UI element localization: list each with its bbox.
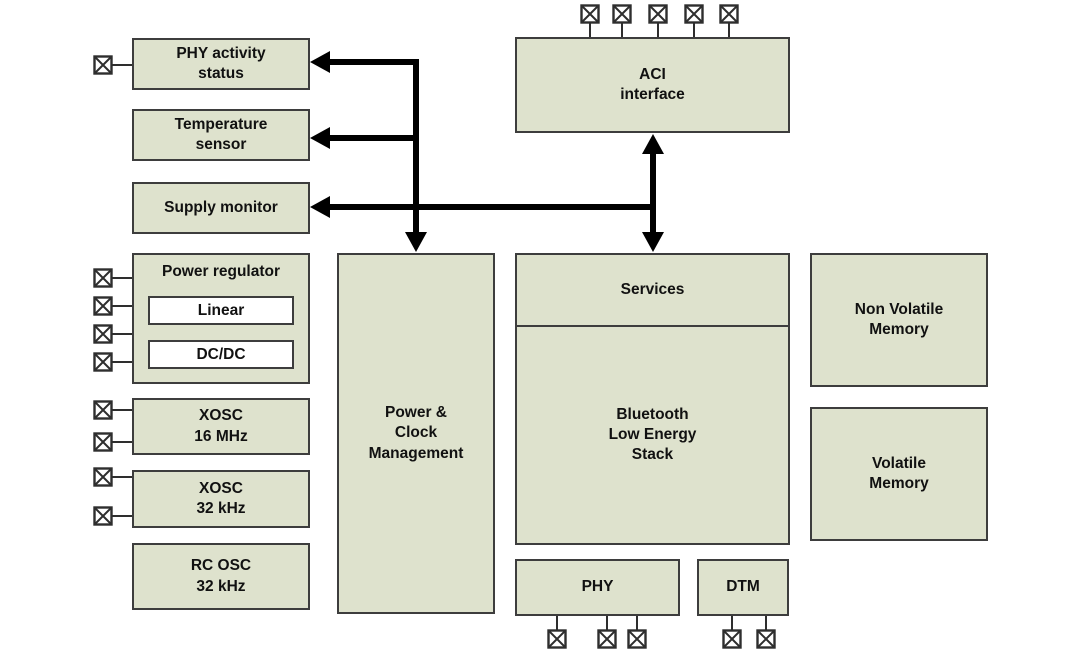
block-dtm: DTM [697, 559, 789, 616]
block-temperature-sensor: Temperature sensor [132, 109, 310, 161]
block-phy-activity-status: PHY activity status [132, 38, 310, 90]
pin-icon [93, 296, 113, 316]
block-xosc-16mhz: XOSC 16 MHz [132, 398, 310, 455]
pin-icon [93, 400, 113, 420]
block-volatile-memory: Volatile Memory [810, 407, 988, 541]
block-label: Power & Clock Management [368, 404, 464, 462]
pin-icon [93, 55, 113, 75]
pin-icon [627, 629, 647, 649]
block-rc-osc-32khz: RC OSC 32 kHz [132, 543, 310, 610]
block-label: XOSC 32 kHz [196, 479, 246, 517]
block-label: Non Volatile Memory [854, 300, 944, 338]
pin-icon [93, 352, 113, 372]
pin-icon [648, 4, 668, 24]
block-label: Linear [197, 301, 245, 319]
pin-icon [756, 629, 776, 649]
block-services-ble-stack: Services Bluetooth Low Energy Stack [515, 253, 790, 545]
pin-icon [547, 629, 567, 649]
block-label: PHY activity status [176, 44, 266, 82]
pin-icon [93, 467, 113, 487]
block-xosc-32khz: XOSC 32 kHz [132, 470, 310, 528]
pin-icon [612, 4, 632, 24]
pin-icon [597, 629, 617, 649]
block-label: Supply monitor [164, 198, 278, 216]
pin-icon [93, 506, 113, 526]
pin-icon [722, 629, 742, 649]
pin-icon [719, 4, 739, 24]
block-dcdc-regulator: DC/DC [148, 340, 294, 370]
block-label: XOSC 16 MHz [194, 407, 248, 445]
block-label: DC/DC [196, 345, 246, 363]
pin-icon [93, 268, 113, 288]
block-label: Temperature sensor [174, 115, 268, 153]
block-label: PHY [581, 578, 614, 596]
pin-icon [93, 324, 113, 344]
block-linear-regulator: Linear [148, 296, 294, 326]
pin-icon [93, 432, 113, 452]
block-label: Power regulator [162, 263, 280, 280]
block-supply-monitor: Supply monitor [132, 182, 310, 234]
pin-icon [684, 4, 704, 24]
block-phy: PHY [515, 559, 680, 616]
block-non-volatile-memory: Non Volatile Memory [810, 253, 988, 387]
block-label: Services [620, 280, 685, 298]
block-aci-interface: ACI interface [515, 37, 790, 133]
block-label: Bluetooth Low Energy Stack [608, 405, 697, 464]
block-ble-stack: Bluetooth Low Energy Stack [517, 327, 788, 543]
block-label: DTM [726, 578, 760, 596]
block-power-clock-management: Power & Clock Management [337, 253, 495, 614]
block-label: ACI interface [620, 65, 685, 103]
block-services: Services [517, 255, 788, 327]
block-label: Volatile Memory [869, 454, 929, 492]
block-label: RC OSC 32 kHz [190, 557, 252, 595]
pin-icon [580, 4, 600, 24]
block-power-regulator: Power regulator Linear DC/DC [132, 253, 310, 384]
